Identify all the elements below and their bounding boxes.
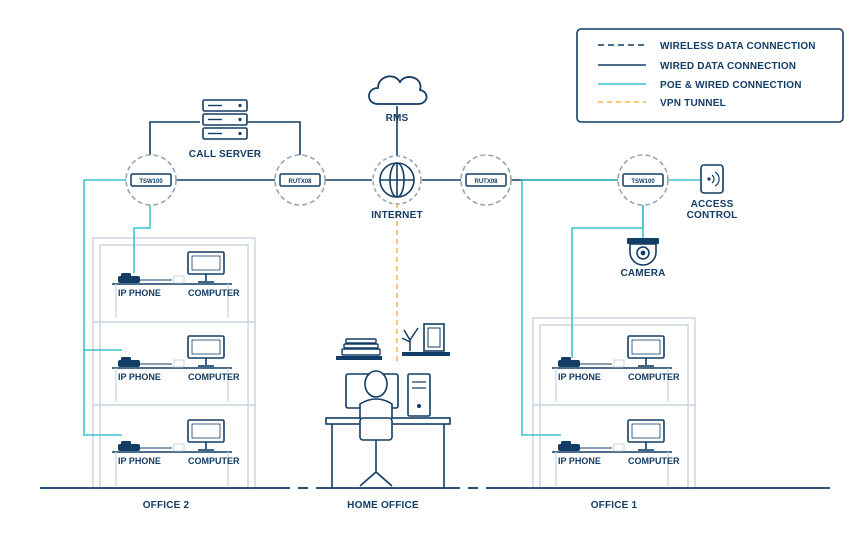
computer-label: COMPUTER [188,372,240,382]
call-server-label: CALL SERVER [189,149,262,160]
tsw100-office2-label: TSW100 [139,179,163,185]
call-server-icon [202,99,248,140]
home-office-illustration [325,323,451,488]
access-control-label-2: CONTROL [687,210,738,221]
rms-label: RMS [386,113,409,124]
office2-workstation-1: IP PHONE COMPUTER [111,251,240,319]
access-control-icon [700,164,724,194]
camera-label: CAMERA [620,268,665,279]
ip-phone-label: IP PHONE [558,372,601,382]
office2-workstation-3: IP PHONE COMPUTER [111,419,240,487]
computer-label: COMPUTER [188,456,240,466]
office1-poe-lines [521,179,700,436]
ip-phone-label: IP PHONE [118,456,161,466]
internet-label: INTERNET [371,210,423,221]
computer-label: COMPUTER [628,456,680,466]
ip-phone-label: IP PHONE [118,372,161,382]
rms-cloud-icon [368,75,428,105]
tsw100-office1-label: TSW100 [631,179,655,185]
rutx08-office1-label: RUTX08 [474,179,498,185]
camera-icon [627,238,659,266]
internet-globe-icon [372,155,422,205]
legend-poe-label: POE & WIRED CONNECTION [660,80,802,91]
rutx08-office1: RUTX08 [460,154,512,206]
tsw100-office2: TSW100 [125,154,177,206]
office1-label: OFFICE 1 [591,500,638,511]
rutx08-office2: RUTX08 [274,154,326,206]
legend-wireless-label: WIRELESS DATA CONNECTION [660,41,816,52]
legend-box [576,28,844,123]
legend-vpn-label: VPN TUNNEL [660,98,726,109]
ip-phone-label: IP PHONE [118,288,161,298]
home-office-label: HOME OFFICE [347,500,419,511]
access-control-label-1: ACCESS [691,199,734,210]
office2-label: OFFICE 2 [143,500,190,511]
tsw100-office1: TSW100 [617,154,669,206]
rutx08-office2-label: RUTX08 [288,179,312,185]
office2-poe-lines [83,179,151,436]
office1-workstation-2: IP PHONE COMPUTER [551,419,680,487]
computer-label: COMPUTER [188,288,240,298]
office1-workstation-1: IP PHONE COMPUTER [551,335,680,403]
computer-label: COMPUTER [628,372,680,382]
office2-workstation-2: IP PHONE COMPUTER [111,335,240,403]
legend-wired-label: WIRED DATA CONNECTION [660,61,796,72]
ip-phone-label: IP PHONE [558,456,601,466]
